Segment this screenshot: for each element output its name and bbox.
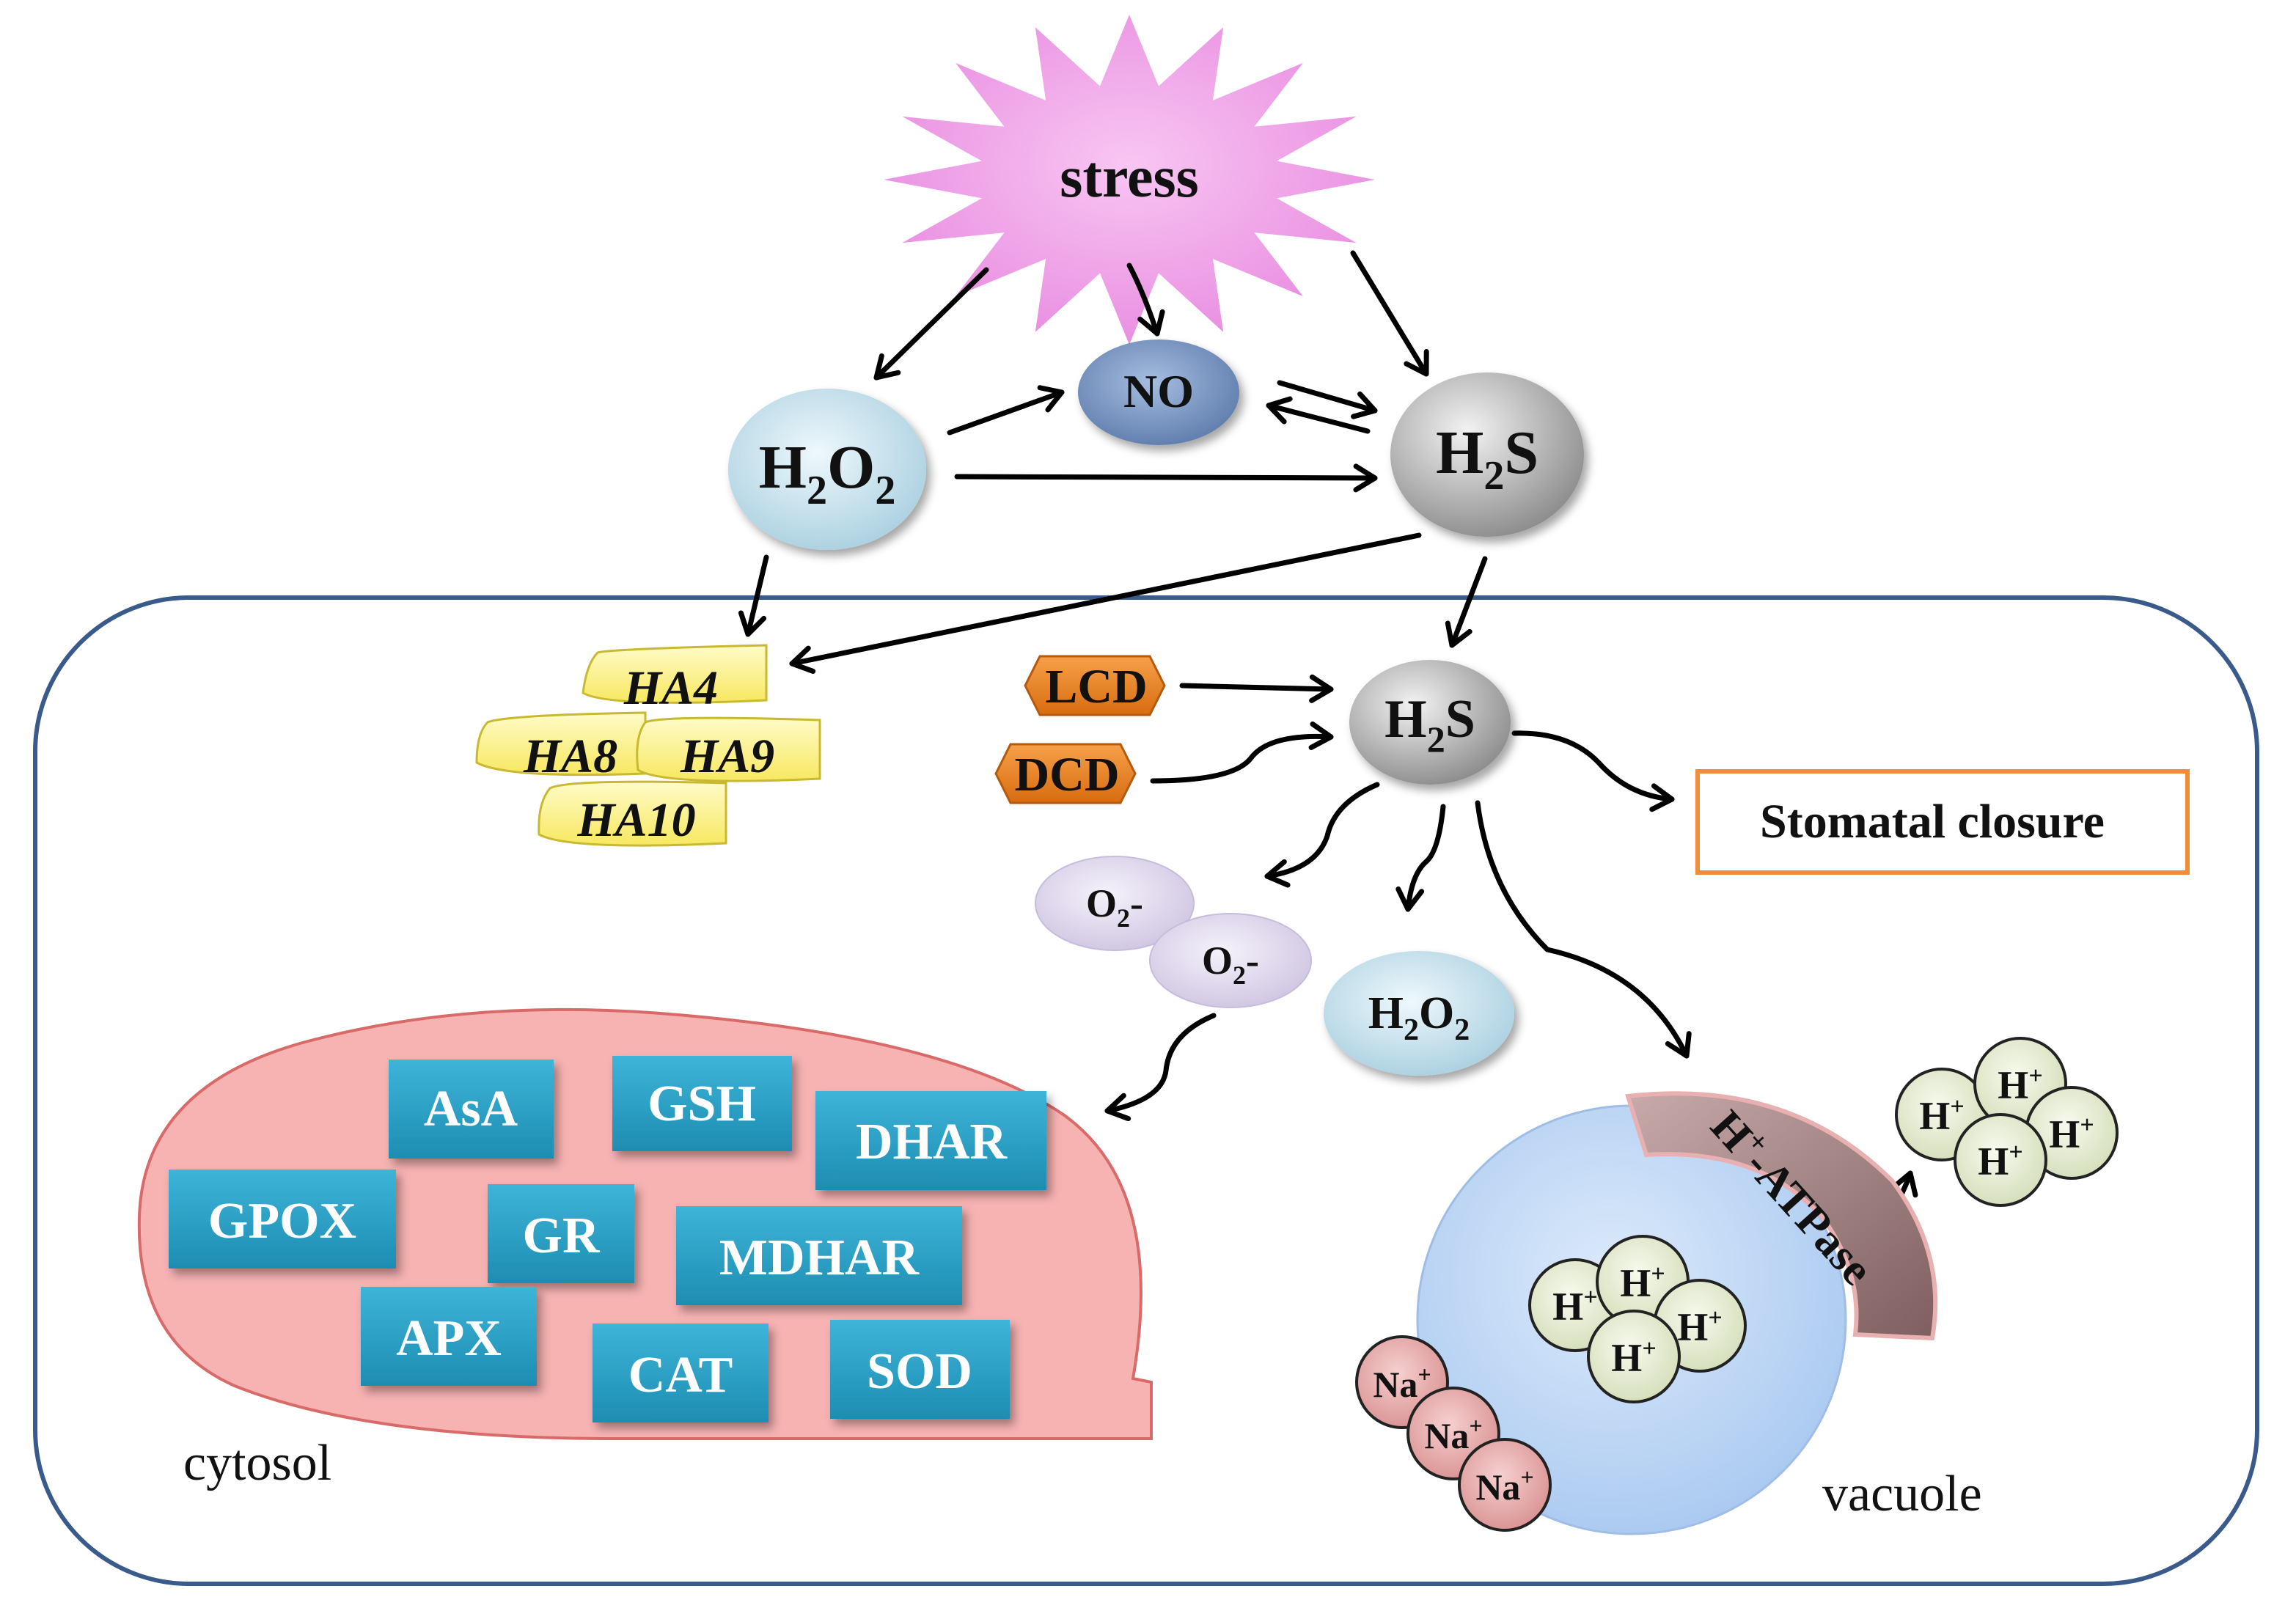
svg-text:H+: H+ [1998, 1062, 2042, 1107]
ha-gene-cluster: HA4 HA8 HA9 HA10 [475, 644, 821, 847]
superoxide-1-label: O2- [1086, 881, 1143, 933]
gr-label: GR [523, 1208, 601, 1264]
ha8-tag: HA8 [475, 711, 647, 783]
svg-text:Na+: Na+ [1475, 1464, 1533, 1508]
antioxidant-apx: APX [361, 1287, 537, 1386]
vacuole-protons: H+ H+ H+ H+ [1528, 1235, 1747, 1403]
svg-text:H+: H+ [2049, 1112, 2094, 1156]
ha8-label: HA8 [523, 730, 617, 783]
vacuole-region: H+-ATPase H+ H+ H+ H+ [1355, 1091, 1982, 1535]
mdhar-label: MDHAR [719, 1230, 920, 1286]
svg-text:Na+: Na+ [1424, 1412, 1482, 1456]
h2s-outside-label: H2S [1436, 419, 1538, 499]
lcd-enzyme: LCD [1024, 655, 1166, 716]
svg-text:H+: H+ [1978, 1139, 2022, 1183]
cytosol-label: cytosol [183, 1435, 331, 1491]
ha9-tag: HA9 [636, 716, 821, 783]
stress-label: stress [1060, 145, 1199, 210]
stomatal-closure-label: Stomatal closure [1760, 795, 2105, 848]
dhar-label: DHAR [856, 1114, 1008, 1170]
antioxidant-gpox: GPOX [169, 1170, 396, 1269]
proton-ion: H+ [1587, 1310, 1681, 1403]
antioxidant-mdhar: MDHAR [676, 1206, 962, 1305]
h2o2-outside-node: H2O2 [728, 389, 926, 550]
superoxide-2-label: O2- [1202, 939, 1259, 990]
asa-label: AsA [424, 1081, 518, 1137]
svg-text:H+: H+ [1620, 1260, 1665, 1305]
h2o2-inside-node: H2O2 [1324, 951, 1514, 1076]
proton-ion: H+ [2025, 1086, 2119, 1180]
stress-starburst [884, 15, 1375, 345]
antioxidant-dhar: DHAR [815, 1091, 1046, 1190]
antioxidant-sod: SOD [830, 1320, 1010, 1419]
sodium-ions: Na+ Na+ Na+ [1355, 1335, 1552, 1532]
vacuole-label: vacuole [1822, 1466, 1982, 1522]
svg-text:H+: H+ [1552, 1284, 1597, 1329]
svg-text:H+: H+ [1919, 1093, 1964, 1138]
dcd-label: DCD [1015, 748, 1120, 801]
superoxide-2: O2- [1149, 913, 1312, 1008]
arrows-outside [738, 250, 1488, 674]
ha10-tag: HA10 [538, 780, 727, 847]
no-node: NO [1078, 339, 1239, 445]
antioxidant-gsh: GSH [612, 1056, 792, 1151]
svg-text:H+: H+ [1611, 1335, 1656, 1380]
arrows-inside [1104, 674, 1918, 1268]
dcd-enzyme: DCD [994, 743, 1137, 804]
svg-text:Na+: Na+ [1373, 1361, 1431, 1405]
svg-text:H+: H+ [1677, 1304, 1722, 1349]
stomatal-closure-box: Stomatal closure [1695, 769, 2190, 875]
no-label: NO [1123, 365, 1194, 417]
apx-label: APX [396, 1310, 502, 1367]
ha9-label: HA9 [680, 730, 774, 783]
h2o2-inside-label: H2O2 [1368, 988, 1470, 1047]
lcd-label: LCD [1045, 660, 1147, 713]
ha10-label: HA10 [576, 793, 695, 847]
ha4-label: HA4 [623, 661, 718, 715]
cytosol-region: AsA GSH DHAR GPOX GR MDHAR APX CAT [137, 1007, 1153, 1491]
antioxidant-asa: AsA [389, 1060, 554, 1159]
antioxidant-cat: CAT [593, 1324, 769, 1422]
antioxidant-gr: GR [488, 1184, 634, 1283]
extruded-protons: H+ H+ H+ H+ [1895, 1037, 2119, 1207]
gpox-label: GPOX [208, 1193, 356, 1249]
h2s-outside-node: H2S [1390, 372, 1584, 537]
sod-label: SOD [867, 1343, 972, 1400]
stress-node: stress [884, 15, 1375, 345]
sodium-ion: Na+ [1458, 1438, 1552, 1532]
ha4-tag: HA4 [582, 644, 768, 715]
superoxide-1: O2- [1035, 856, 1195, 951]
proton-ion: H+ [1954, 1113, 2047, 1207]
gsh-label: GSH [648, 1076, 756, 1132]
h2o2-outside-label: H2O2 [759, 433, 896, 513]
cat-label: CAT [628, 1347, 733, 1403]
sodium-ion: Na+ [1355, 1335, 1449, 1429]
h2s-inside-node: H2S [1349, 660, 1511, 785]
h2s-inside-label: H2S [1384, 689, 1475, 760]
